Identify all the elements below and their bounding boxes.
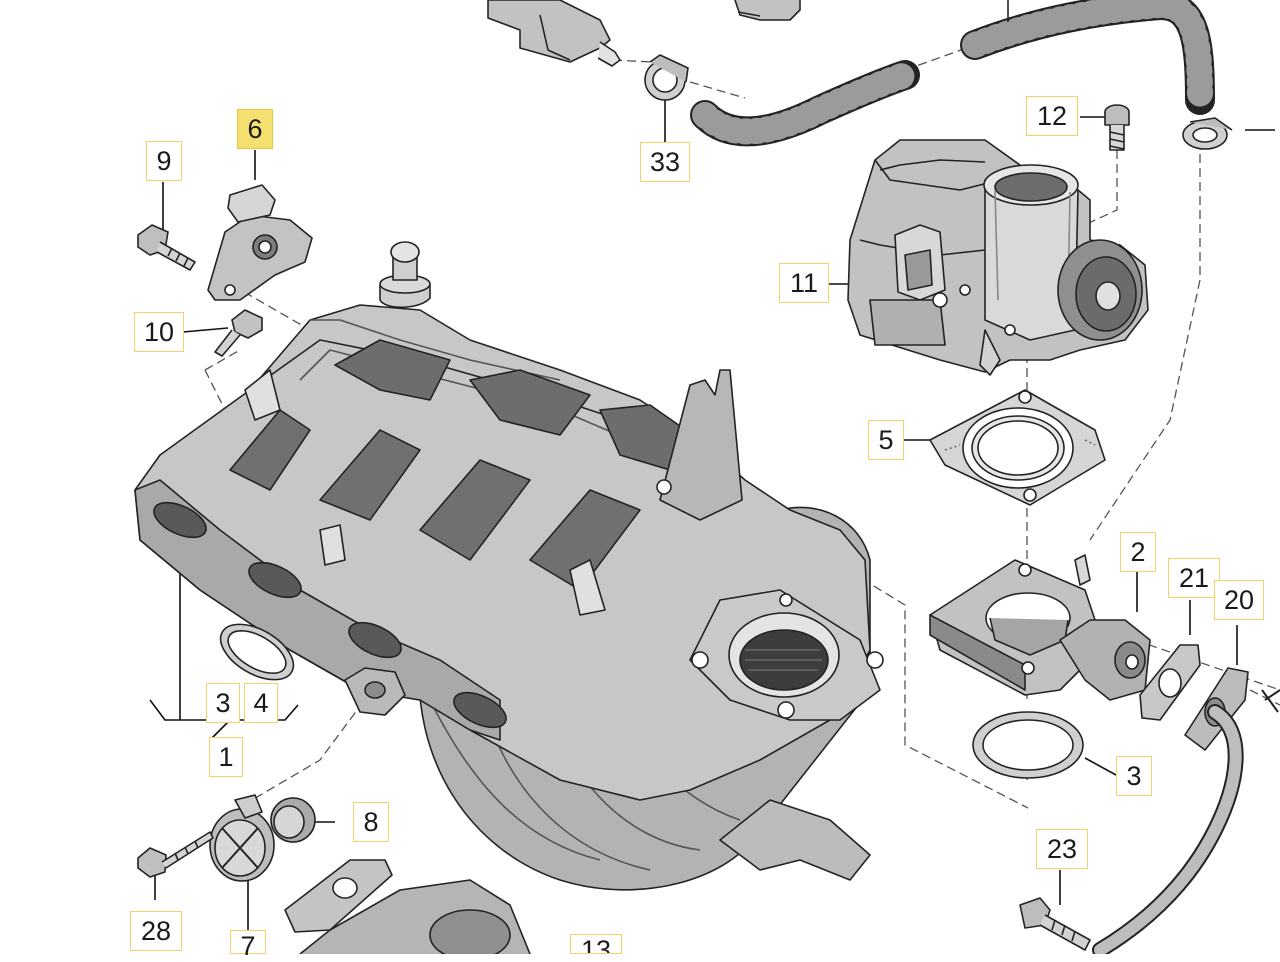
callout-8[interactable]: 8 (353, 802, 389, 842)
callout-21[interactable]: 21 (1168, 558, 1220, 598)
callout-3-left[interactable]: 3 (206, 683, 240, 723)
callout-33[interactable]: 33 (640, 142, 690, 182)
egr-pipe (1092, 667, 1280, 958)
callout-2[interactable]: 2 (1120, 532, 1156, 572)
callout-3-right[interactable]: 3 (1116, 756, 1152, 796)
throttle-body (847, 139, 1149, 376)
bolt-10 (214, 309, 263, 357)
intake-manifold (134, 241, 884, 891)
screw-12 (1104, 104, 1130, 151)
adapter-flange (929, 554, 1151, 701)
actuator-7 (209, 794, 275, 882)
hose-clamp-33 (644, 54, 689, 101)
screw-28 (137, 831, 214, 878)
callout-9[interactable]: 9 (146, 141, 182, 181)
callout-20[interactable]: 20 (1214, 580, 1264, 620)
callout-7[interactable]: 7 (230, 930, 266, 961)
callout-4[interactable]: 4 (244, 683, 278, 723)
bolt-9 (137, 224, 196, 271)
o-ring-3-right (972, 711, 1084, 779)
o-ring-4 (219, 623, 295, 681)
callout-1[interactable]: 1 (209, 737, 243, 777)
callout-28[interactable]: 28 (130, 911, 182, 951)
hose-clamp-right (1182, 117, 1233, 150)
vacuum-hoses (690, 0, 1215, 147)
callout-5[interactable]: 5 (868, 420, 904, 460)
callout-11[interactable]: 11 (779, 263, 829, 303)
callout-10[interactable]: 10 (134, 312, 184, 352)
bracket-6 (207, 184, 313, 301)
callout-23[interactable]: 23 (1036, 829, 1088, 869)
plug-8 (270, 797, 316, 843)
gasket-21 (1139, 644, 1201, 721)
callout-6[interactable]: 6 (237, 109, 273, 149)
bolt-23 (1019, 897, 1091, 951)
pressure-sensor (487, 0, 801, 67)
callout-13[interactable]: 13 (570, 934, 622, 954)
callout-12[interactable]: 12 (1026, 96, 1078, 136)
gasket-5 (929, 389, 1106, 506)
gasket-bottom (284, 859, 531, 961)
